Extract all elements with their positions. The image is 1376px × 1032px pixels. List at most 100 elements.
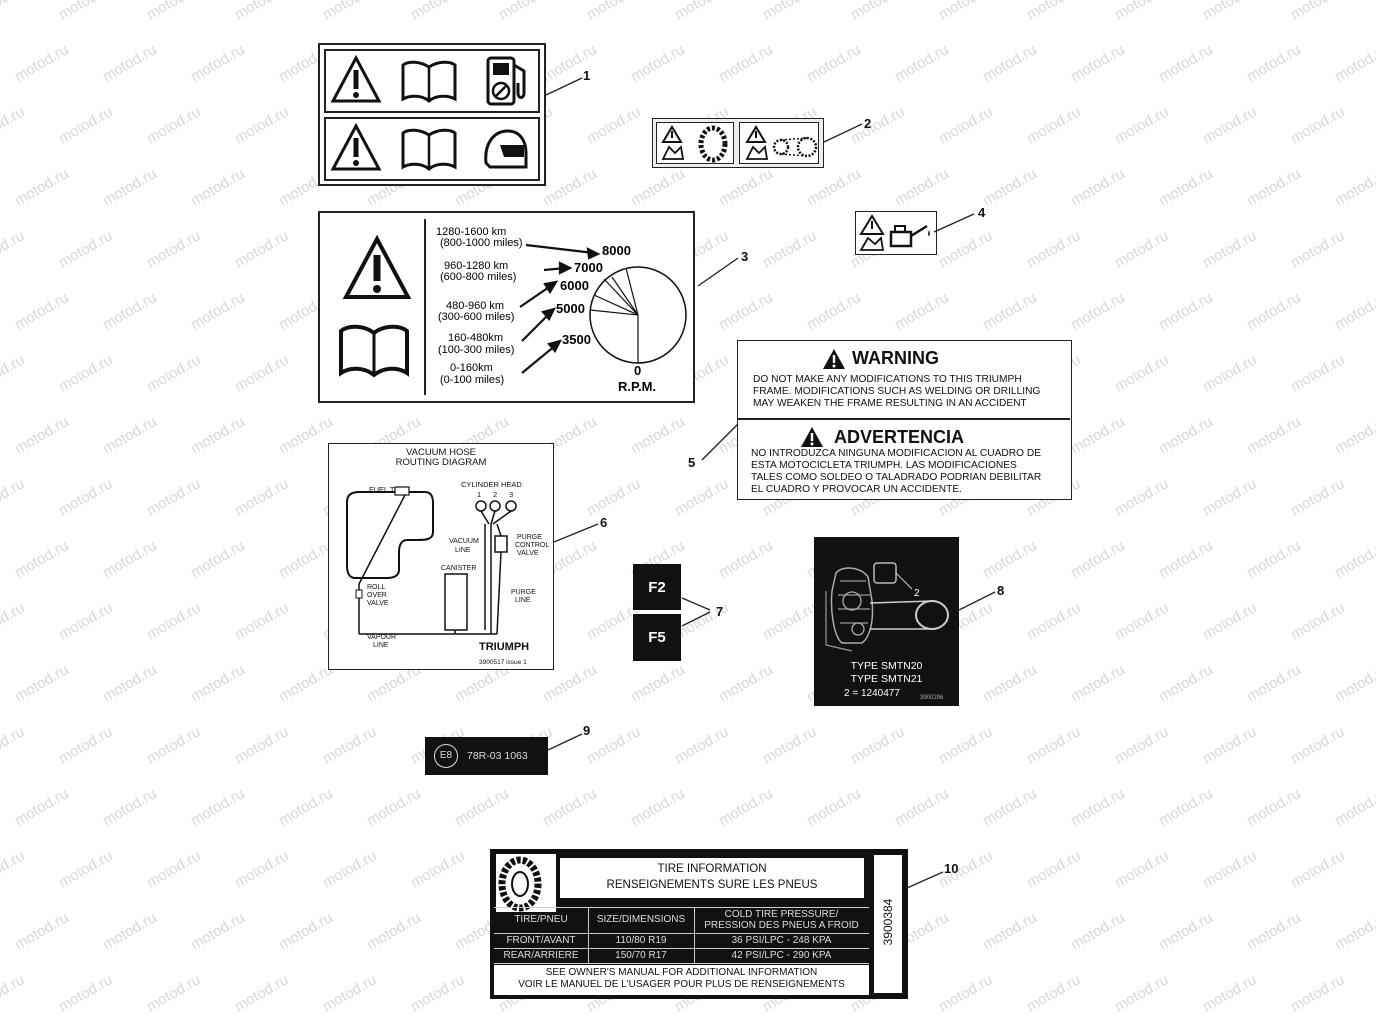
watermark-text: motod.ru <box>804 165 864 209</box>
canister-label: CANISTER <box>441 565 476 572</box>
watermark-text: motod.ru <box>1200 723 1260 767</box>
diagram-part-no: 3900517 issue 1 <box>479 659 527 666</box>
label-7-f2: F2 <box>633 564 681 610</box>
rpm-8000: 8000 <box>602 243 631 258</box>
rpm-3500: 3500 <box>562 332 591 347</box>
purge-control-1: PURGE <box>517 534 542 541</box>
leader-line-8 <box>958 591 996 611</box>
watermark-text: motod.ru <box>144 723 204 767</box>
watermark-text: motod.ru <box>980 537 1040 581</box>
watermark-text: motod.ru <box>232 971 292 1015</box>
warning-title: WARNING <box>852 348 939 368</box>
watermark-text: motod.ru <box>364 785 424 829</box>
vapour-line-1: VAPOUR <box>367 634 396 641</box>
watermark-text: motod.ru <box>144 475 204 519</box>
watermark-text: motod.ru <box>1024 599 1084 643</box>
row-rear-pressure: 42 PSI/LPC - 290 KPA <box>731 950 832 961</box>
purge-line-1: PURGE <box>511 589 536 596</box>
open-book-icon <box>401 60 457 103</box>
watermark-text: motod.ru <box>1024 103 1084 147</box>
watermark-text: motod.ru <box>232 847 292 891</box>
engine-illustration: 2 <box>825 562 949 652</box>
watermark-text: motod.ru <box>320 847 380 891</box>
watermark-text: motod.ru <box>100 785 160 829</box>
watermark-text: motod.ru <box>408 971 468 1015</box>
watermark-text: motod.ru <box>12 41 72 85</box>
open-book-icon <box>401 128 457 171</box>
watermark-text: motod.ru <box>12 661 72 705</box>
watermark-text: motod.ru <box>12 165 72 209</box>
watermark-text: motod.ru <box>716 41 776 85</box>
label-10: TIRE INFORMATION RENSEIGNEMENTS SURE LES… <box>490 849 908 999</box>
header-tire: TIRE/PNEU <box>514 914 568 925</box>
watermark-text: motod.ru <box>672 723 732 767</box>
purge-control-2: CONTROL <box>515 542 549 549</box>
callout-3: 3 <box>741 249 749 264</box>
watermark-text: motod.ru <box>1332 537 1376 581</box>
label-6: VACUUM HOSE ROUTING DIAGRAM FUEL TANK CY… <box>328 443 554 670</box>
watermark-text: motod.ru <box>232 599 292 643</box>
miles-label-5: (0-100 miles) <box>440 374 504 386</box>
rpm-7000: 7000 <box>574 260 603 275</box>
watermark-text: motod.ru <box>56 847 116 891</box>
watermark-text: motod.ru <box>188 785 248 829</box>
watermark-text: motod.ru <box>1068 41 1128 85</box>
watermark-text: motod.ru <box>1200 971 1260 1015</box>
km-label-4: 160-480km <box>448 332 503 344</box>
watermark-text: motod.ru <box>848 723 908 767</box>
vacuum-line-1: VACUUM <box>449 538 479 545</box>
watermark-text: motod.ru <box>540 785 600 829</box>
cyl-2: 2 <box>493 490 497 499</box>
watermark-text: motod.ru <box>1112 971 1172 1015</box>
purge-control-3: VALVE <box>517 550 539 557</box>
watermark-text: motod.ru <box>452 785 512 829</box>
row-front-pressure: 36 PSI/LPC - 248 KPA <box>731 935 832 946</box>
watermark-text: motod.ru <box>144 599 204 643</box>
watermark-text: motod.ru <box>1332 785 1376 829</box>
watermark-text: motod.ru <box>1200 351 1260 395</box>
watermark-text: motod.ru <box>760 723 820 767</box>
watermark-text: motod.ru <box>760 227 820 271</box>
watermark-text: motod.ru <box>1068 413 1128 457</box>
callout-8: 8 <box>997 583 1005 598</box>
miles-label-4: (100-300 miles) <box>438 344 514 356</box>
watermark-text: motod.ru <box>100 165 160 209</box>
watermark-text: motod.ru <box>1288 0 1348 23</box>
leader-line-10 <box>906 871 944 889</box>
watermark-text: motod.ru <box>1156 165 1216 209</box>
callout-9: 9 <box>583 723 591 738</box>
watermark-text: motod.ru <box>936 103 996 147</box>
watermark-text: motod.ru <box>276 785 336 829</box>
watermark-text: motod.ru <box>276 661 336 705</box>
side-code: 3900384 <box>881 898 895 946</box>
km-label-3: 480-960 km <box>446 300 504 312</box>
leader-line-3 <box>697 257 739 287</box>
watermark-text: motod.ru <box>188 537 248 581</box>
leader-line-6 <box>553 523 599 543</box>
watermark-text: motod.ru <box>1112 351 1172 395</box>
watermark-text: motod.ru <box>0 723 27 767</box>
watermark-text: motod.ru <box>1068 289 1128 333</box>
watermark-text: motod.ru <box>980 785 1040 829</box>
watermark-text: motod.ru <box>56 351 116 395</box>
diagram-title-2: ROUTING DIAGRAM <box>396 457 487 468</box>
watermark-text: motod.ru <box>12 413 72 457</box>
watermark-text: motod.ru <box>1288 351 1348 395</box>
watermark-text: motod.ru <box>584 103 644 147</box>
watermark-text: motod.ru <box>408 847 468 891</box>
warning-line-2: FRAME. MODIFICATIONS SUCH AS WELDING OR … <box>753 386 1041 397</box>
watermark-text: motod.ru <box>276 909 336 953</box>
watermark-text: motod.ru <box>1200 475 1260 519</box>
advertencia-title: ADVERTENCIA <box>834 427 965 447</box>
watermark-text: motod.ru <box>1244 909 1304 953</box>
watermark-text: motod.ru <box>980 165 1040 209</box>
watermark-text: motod.ru <box>1156 537 1216 581</box>
watermark-text: motod.ru <box>672 0 732 23</box>
watermark-text: motod.ru <box>584 0 644 23</box>
watermark-text: motod.ru <box>936 0 996 23</box>
engine-part-number: 2 <box>914 588 920 599</box>
watermark-text: motod.ru <box>716 289 776 333</box>
watermark-text: motod.ru <box>1244 41 1304 85</box>
header-pressure: COLD TIRE PRESSURE/ <box>724 909 839 920</box>
watermark-text: motod.ru <box>12 289 72 333</box>
